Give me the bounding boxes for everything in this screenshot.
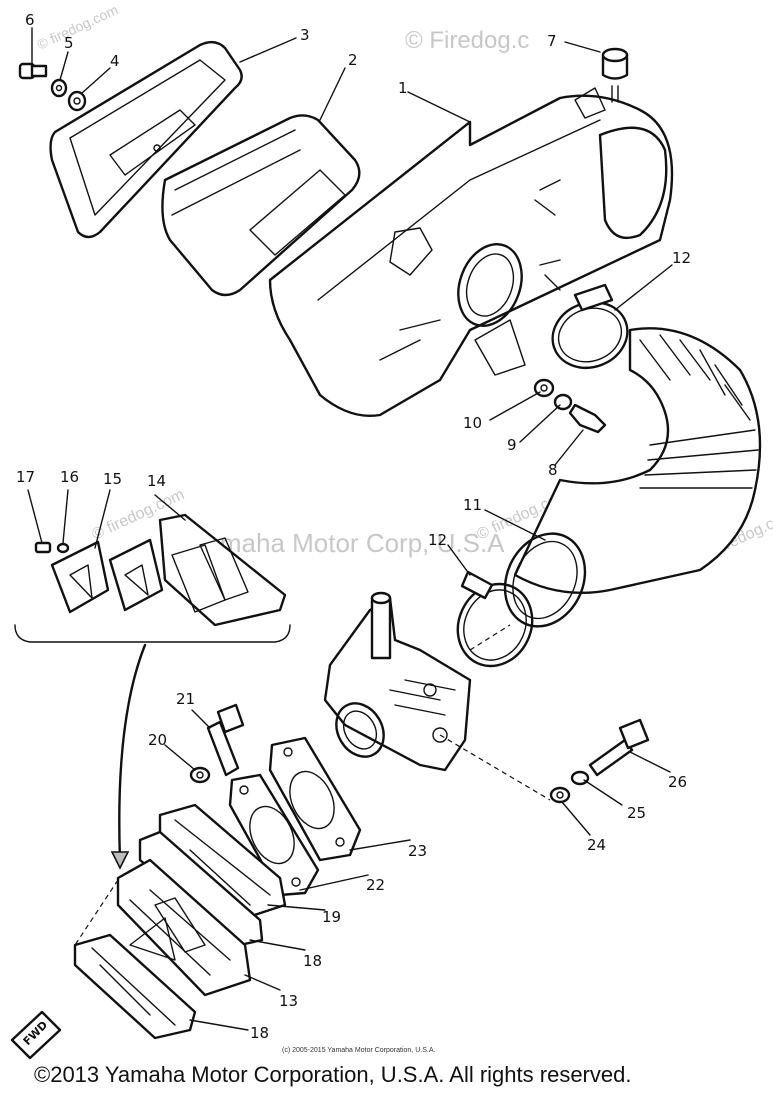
callout-23: 23: [408, 842, 427, 860]
callout-2: 2: [348, 51, 358, 69]
gasket-18-lower: [73, 933, 197, 1040]
watermark-site-left: © firedog.com: [35, 1, 121, 52]
carburetor: [323, 591, 472, 772]
callout-6: 6: [25, 11, 35, 29]
washer-20: [189, 766, 211, 784]
reed-detail-inset: [14, 513, 291, 870]
alignment-line-reed: [74, 879, 119, 946]
washer-5: [50, 78, 68, 98]
gasket-18-upper: [138, 830, 264, 947]
alignment-line-carb-bolt: [439, 734, 551, 801]
washer-16: [56, 542, 70, 554]
bolt-8: [568, 403, 607, 434]
callout-numbers: 6 5 4 3 2 1 7 12 10 9 8 11 12 17 16 15 1…: [16, 11, 691, 1042]
callout-19: 19: [322, 908, 341, 926]
callout-10: 10: [463, 414, 482, 432]
bolt-26: [588, 718, 650, 777]
callout-7: 7: [547, 32, 557, 50]
watermark-center: Yamaha Motor Corp, U.S.A: [190, 528, 505, 558]
small-copyright: (c) 2005-2015 Yamaha Motor Corporation, …: [282, 1047, 435, 1054]
callout-20: 20: [148, 731, 167, 749]
hose-clamp-12-lower: [456, 570, 534, 668]
callout-24: 24: [587, 836, 606, 854]
gasket-22: [228, 773, 320, 897]
callout-21: 21: [176, 690, 195, 708]
air-box-case: [268, 87, 674, 417]
callout-16: 16: [60, 468, 79, 486]
callout-3: 3: [300, 26, 310, 44]
insulator-23: [268, 736, 362, 862]
cap-7: [601, 47, 629, 103]
reed-valve-13: [116, 858, 252, 997]
callout-5: 5: [64, 34, 74, 52]
reed-petal-15-a: [108, 538, 164, 612]
callout-12-upper: 12: [672, 249, 691, 267]
screw-17: [34, 541, 52, 554]
manifold-19: [158, 803, 287, 920]
callout-22: 22: [366, 876, 385, 894]
air-filter-element: [161, 114, 361, 297]
watermark-top-right: © Firedog.c: [405, 27, 529, 54]
reed-block-14: [158, 513, 287, 627]
bolt-6: [18, 62, 48, 80]
callout-25: 25: [627, 804, 646, 822]
callout-26: 26: [668, 773, 687, 791]
bolt-21: [206, 703, 245, 777]
callout-18-lower: 18: [250, 1024, 269, 1042]
callout-17: 17: [16, 468, 35, 486]
inset-arrow-head: [110, 851, 130, 870]
washer-24: [549, 786, 571, 804]
callout-18-upper: 18: [303, 952, 322, 970]
callout-15: 15: [103, 470, 122, 488]
callout-11: 11: [463, 496, 482, 514]
callout-13: 13: [279, 992, 298, 1010]
reed-petal-15-b: [50, 540, 110, 614]
fwd-arrow-badge: FWD: [10, 1010, 62, 1060]
callout-1: 1: [398, 79, 408, 97]
hose-clamp-12-upper: [551, 283, 629, 369]
callout-9: 9: [507, 436, 517, 454]
callout-14: 14: [147, 472, 166, 490]
washer-25: [570, 770, 590, 786]
callout-12-lower: 12: [428, 531, 447, 549]
alignment-line-carb-hose: [469, 624, 511, 651]
callout-8: 8: [548, 461, 558, 479]
grommet-4: [67, 90, 87, 112]
callout-4: 4: [110, 52, 120, 70]
intake-hose-11: [503, 327, 762, 628]
leader-lines: [27, 27, 673, 1031]
air-box-cover: [49, 40, 243, 239]
inset-arrow: [118, 643, 147, 862]
footer-copyright: ©2013 Yamaha Motor Corporation, U.S.A. A…: [34, 1062, 631, 1087]
